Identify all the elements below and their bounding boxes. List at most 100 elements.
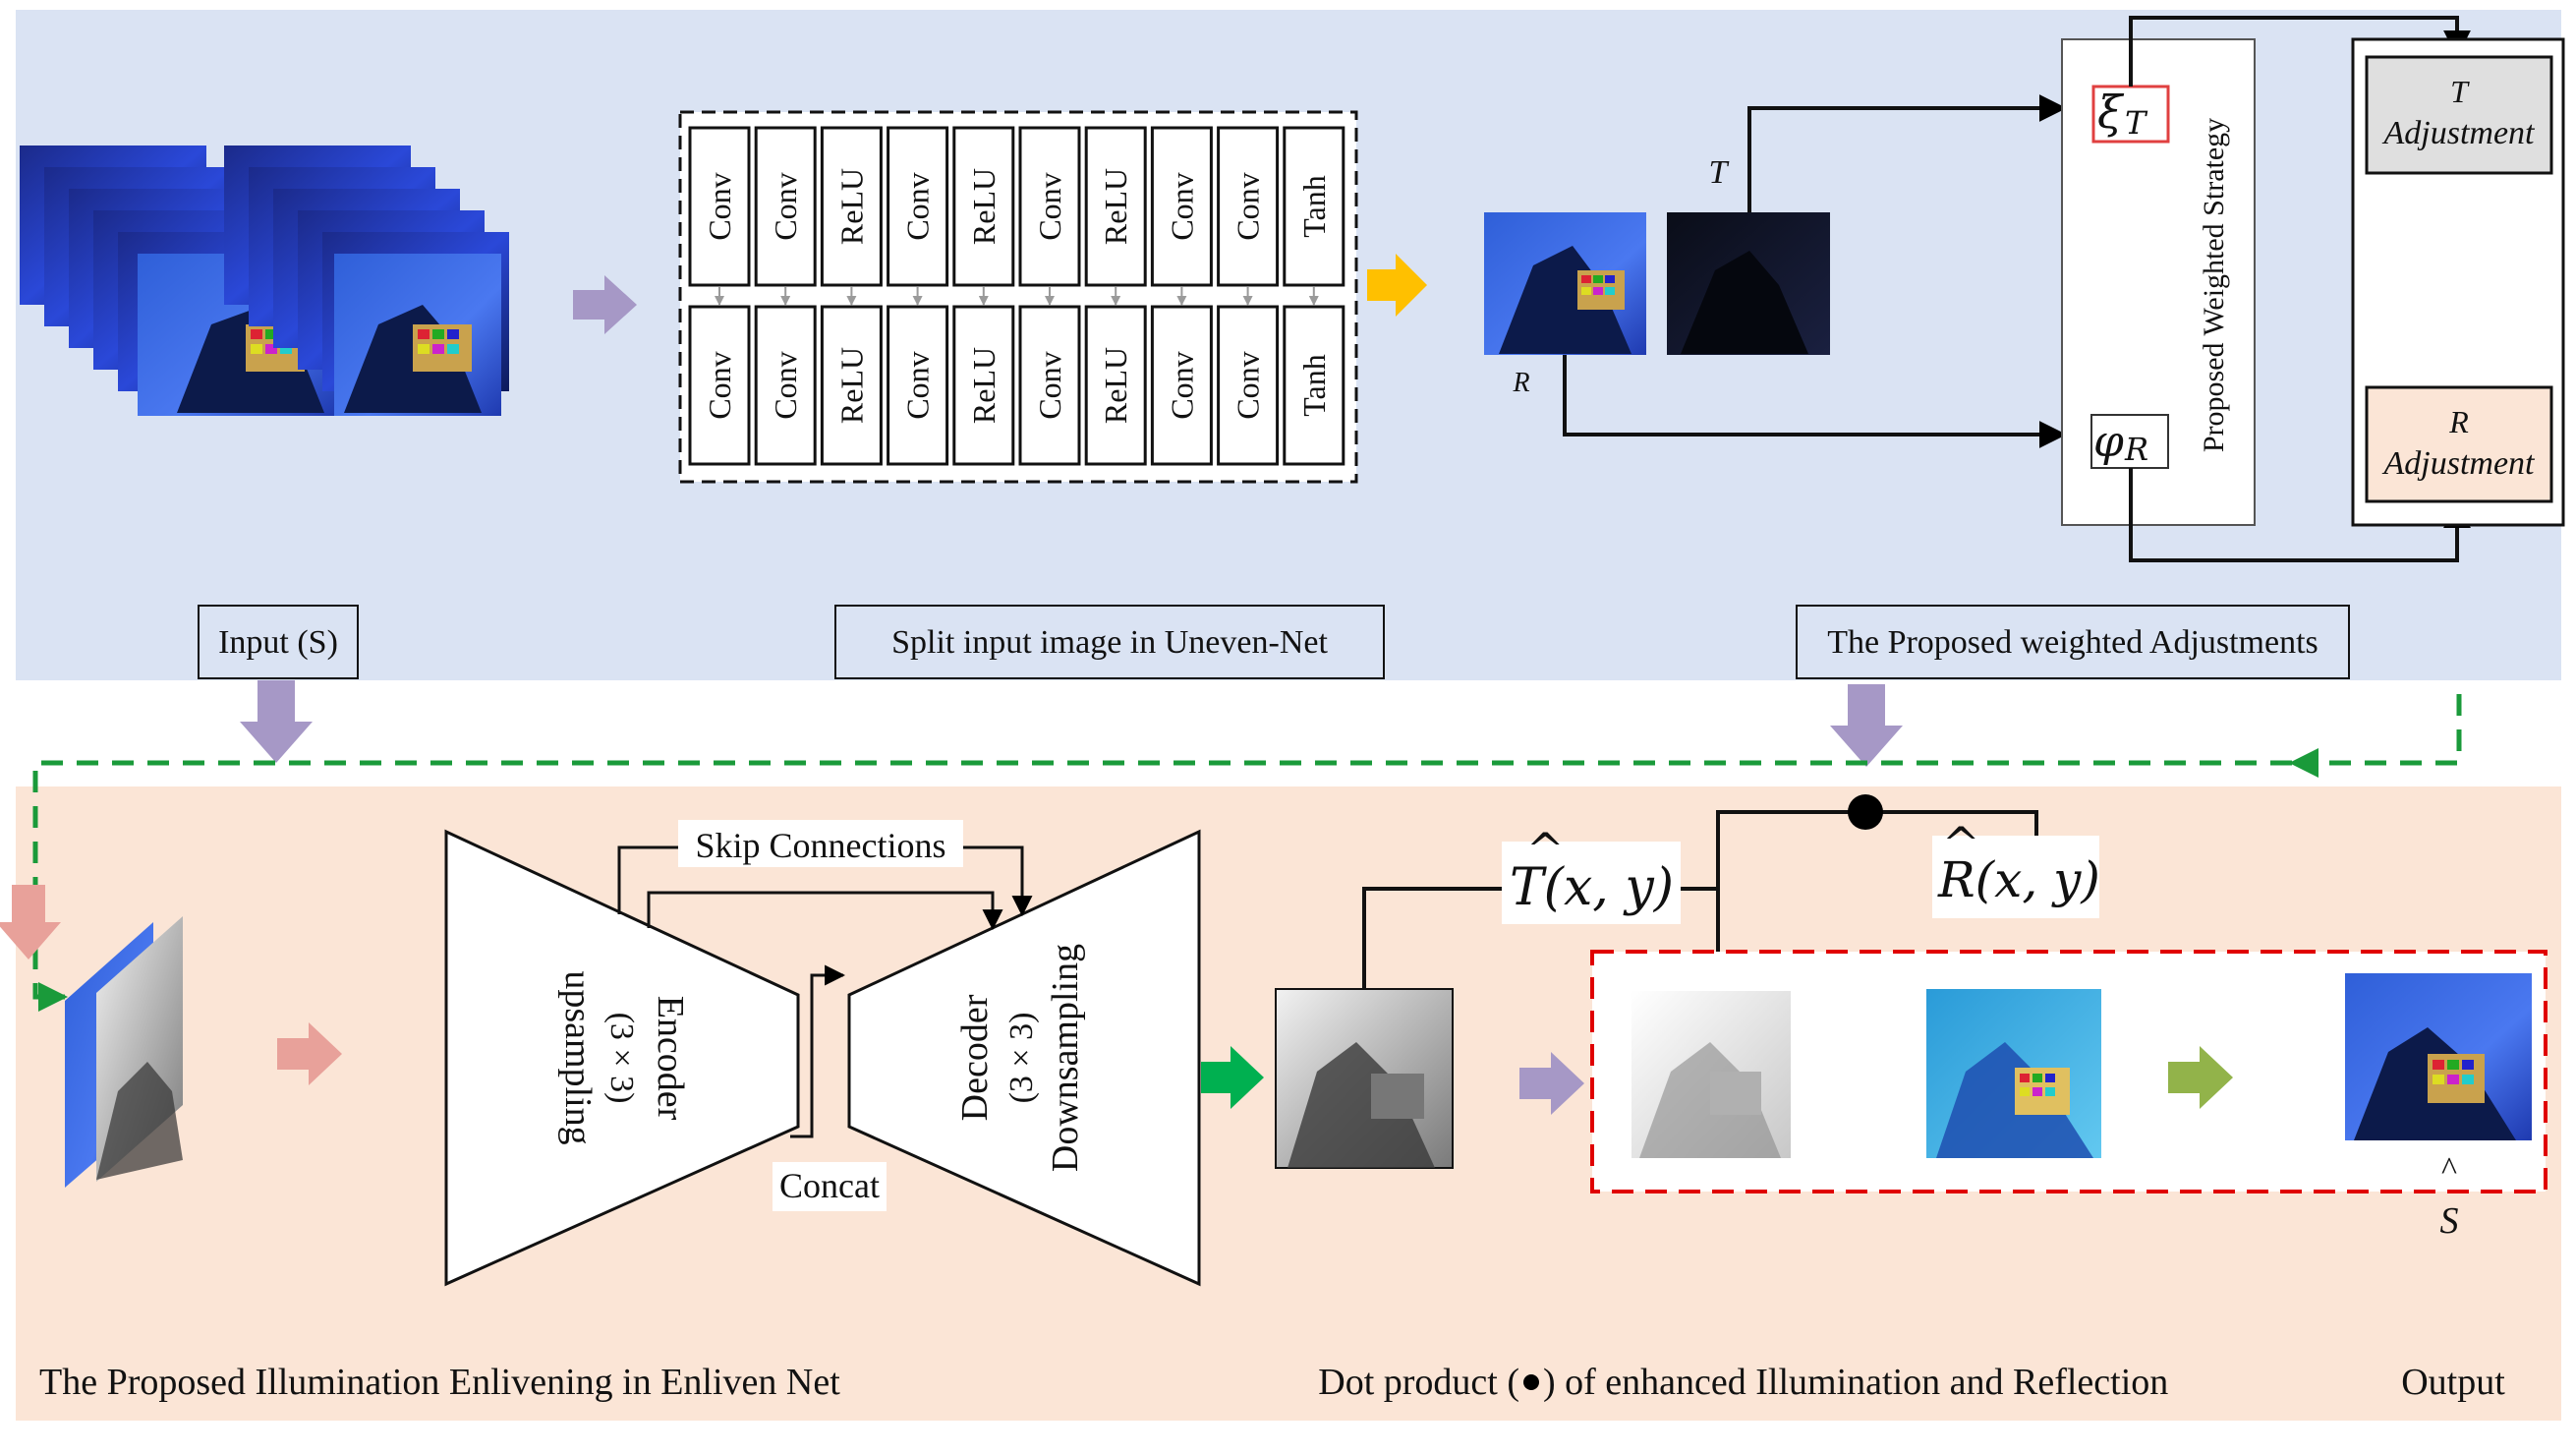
output-var-label: S xyxy=(2440,1200,2459,1242)
phi-weight-box xyxy=(2090,414,2169,469)
layer-box xyxy=(1150,126,1213,287)
layer-box xyxy=(1217,126,1280,287)
reflectance-label: R xyxy=(1512,368,1529,398)
layer-label: Conv xyxy=(768,172,803,240)
enliven-caption: The Proposed Illumination Enlivening in … xyxy=(39,1362,840,1403)
layer-box xyxy=(952,305,1015,466)
t-hat-connector xyxy=(1362,887,1508,989)
layer-box xyxy=(952,126,1015,287)
layer-label: Tanh xyxy=(1296,354,1332,417)
phi-weight-subscript: R xyxy=(2124,431,2148,468)
flow-arrow-icon xyxy=(1519,1052,1584,1115)
encoder-kernel: (3 × 3) xyxy=(603,1013,640,1104)
xi-weight-symbol: ξ xyxy=(2097,86,2125,139)
dot-product-caption-post: ) of enhanced Illumination and Reflectio… xyxy=(1543,1362,2168,1403)
enhanced-illumination-image xyxy=(1275,988,1454,1169)
layer-box xyxy=(754,305,817,466)
layer-box xyxy=(1283,305,1345,466)
input-label: Input (S) xyxy=(218,624,338,661)
split-label: Split input image in Uneven-Net xyxy=(891,624,1328,661)
t-hat-label-box xyxy=(1502,842,1681,924)
layer-label: ReLU xyxy=(966,168,1002,245)
illumination-label: T xyxy=(1709,154,1730,191)
concat-connector xyxy=(790,964,846,1138)
layer-box xyxy=(1084,305,1147,466)
dot-product-junction xyxy=(1848,794,1883,830)
layer-box xyxy=(688,126,751,287)
encoder-block xyxy=(444,829,800,1287)
adjusted-reflectance-image xyxy=(1926,989,2101,1158)
illumination-image xyxy=(1667,212,1830,355)
skip-label-box xyxy=(678,820,963,867)
layer-box xyxy=(887,305,949,466)
t-weight-connector xyxy=(2129,16,2471,87)
layer-box xyxy=(1018,126,1081,287)
feedback-dashed-path xyxy=(2289,694,2462,778)
layer-box xyxy=(1150,305,1213,466)
output-image xyxy=(2345,973,2532,1140)
flow-arrow-icon xyxy=(1367,254,1427,317)
weighted-label-box xyxy=(1796,605,2350,679)
input-photo xyxy=(224,146,509,416)
input-image-stack-right xyxy=(224,146,509,416)
decoder-label-group: Decoder (3 × 3) Downsampling xyxy=(954,944,1086,1172)
layer-label: Conv xyxy=(900,351,936,419)
phi-weight-symbol: φ xyxy=(2093,417,2124,467)
adjusted-illumination-image xyxy=(1631,991,1791,1158)
flow-arrow-icon xyxy=(277,1022,342,1085)
skip-connections-label: Skip Connections xyxy=(695,826,945,865)
down-arrow-icon xyxy=(1830,684,1903,767)
concat-label-box xyxy=(773,1162,887,1211)
layer-label: Conv xyxy=(702,351,737,419)
layer-box xyxy=(820,305,883,466)
dot-product-caption-pre: Dot product ( xyxy=(1318,1362,1519,1403)
input-label-box xyxy=(198,605,359,679)
r-hat-caret: ^ xyxy=(1942,817,1980,870)
skip-connection-line xyxy=(647,891,1003,931)
layer-label: ReLU xyxy=(833,347,869,424)
weighted-strategy-title: Proposed Weighted Strategy xyxy=(2198,118,2230,452)
layer-label: Conv xyxy=(1231,172,1266,240)
decoder-kernel: (3 × 3) xyxy=(1003,1013,1040,1104)
decoder-sampling: Downsampling xyxy=(1045,944,1086,1172)
t-hat-caret: ^ xyxy=(1526,823,1565,876)
t-adjustment-box xyxy=(2365,55,2553,175)
layer-box xyxy=(1283,126,1345,287)
t-adjustment-label: Adjustment xyxy=(2382,115,2537,151)
output-caption: Output xyxy=(2401,1362,2505,1403)
layer-label: Conv xyxy=(1231,351,1266,419)
reflectance-connector xyxy=(1563,355,2067,448)
down-arrow-icon xyxy=(240,680,313,763)
flow-arrow-icon xyxy=(573,275,637,334)
decoder-label: Decoder xyxy=(954,994,996,1121)
r-adjustment-box xyxy=(2365,385,2553,503)
r-hat-label-box xyxy=(1932,836,2099,918)
r-hat-label: R(x, y) xyxy=(1937,851,2100,908)
output-caret: ^ xyxy=(2441,1151,2457,1188)
layer-box xyxy=(1217,305,1280,466)
layer-label: ReLU xyxy=(966,347,1002,424)
layer-label: Conv xyxy=(1032,172,1067,240)
layer-box xyxy=(820,126,883,287)
concat-label: Concat xyxy=(779,1166,880,1205)
xi-weight-box xyxy=(2091,85,2170,144)
t-hat-connector xyxy=(1679,810,2038,891)
encoder-sampling: upsampling xyxy=(557,970,599,1144)
r-adjustment-label: Adjustment xyxy=(2382,445,2537,482)
flow-arrow-icon xyxy=(1201,1046,1264,1109)
r-adjustment-var: R xyxy=(2448,404,2469,439)
xi-weight-subscript: T xyxy=(2125,104,2148,142)
r-weight-connector xyxy=(2129,468,2471,562)
layer-label: ReLU xyxy=(1098,347,1133,424)
layer-box xyxy=(1018,305,1081,466)
layer-box xyxy=(1084,126,1147,287)
layer-label: Conv xyxy=(900,172,936,240)
layer-label: Conv xyxy=(1032,351,1067,419)
flow-arrow-icon xyxy=(2168,1046,2233,1109)
layer-label: Conv xyxy=(1164,172,1199,240)
weighted-label: The Proposed weighted Adjustments xyxy=(1827,624,2318,661)
illumination-connector xyxy=(1747,94,2067,212)
layer-label: ReLU xyxy=(833,168,869,245)
layer-label: Tanh xyxy=(1296,175,1332,238)
